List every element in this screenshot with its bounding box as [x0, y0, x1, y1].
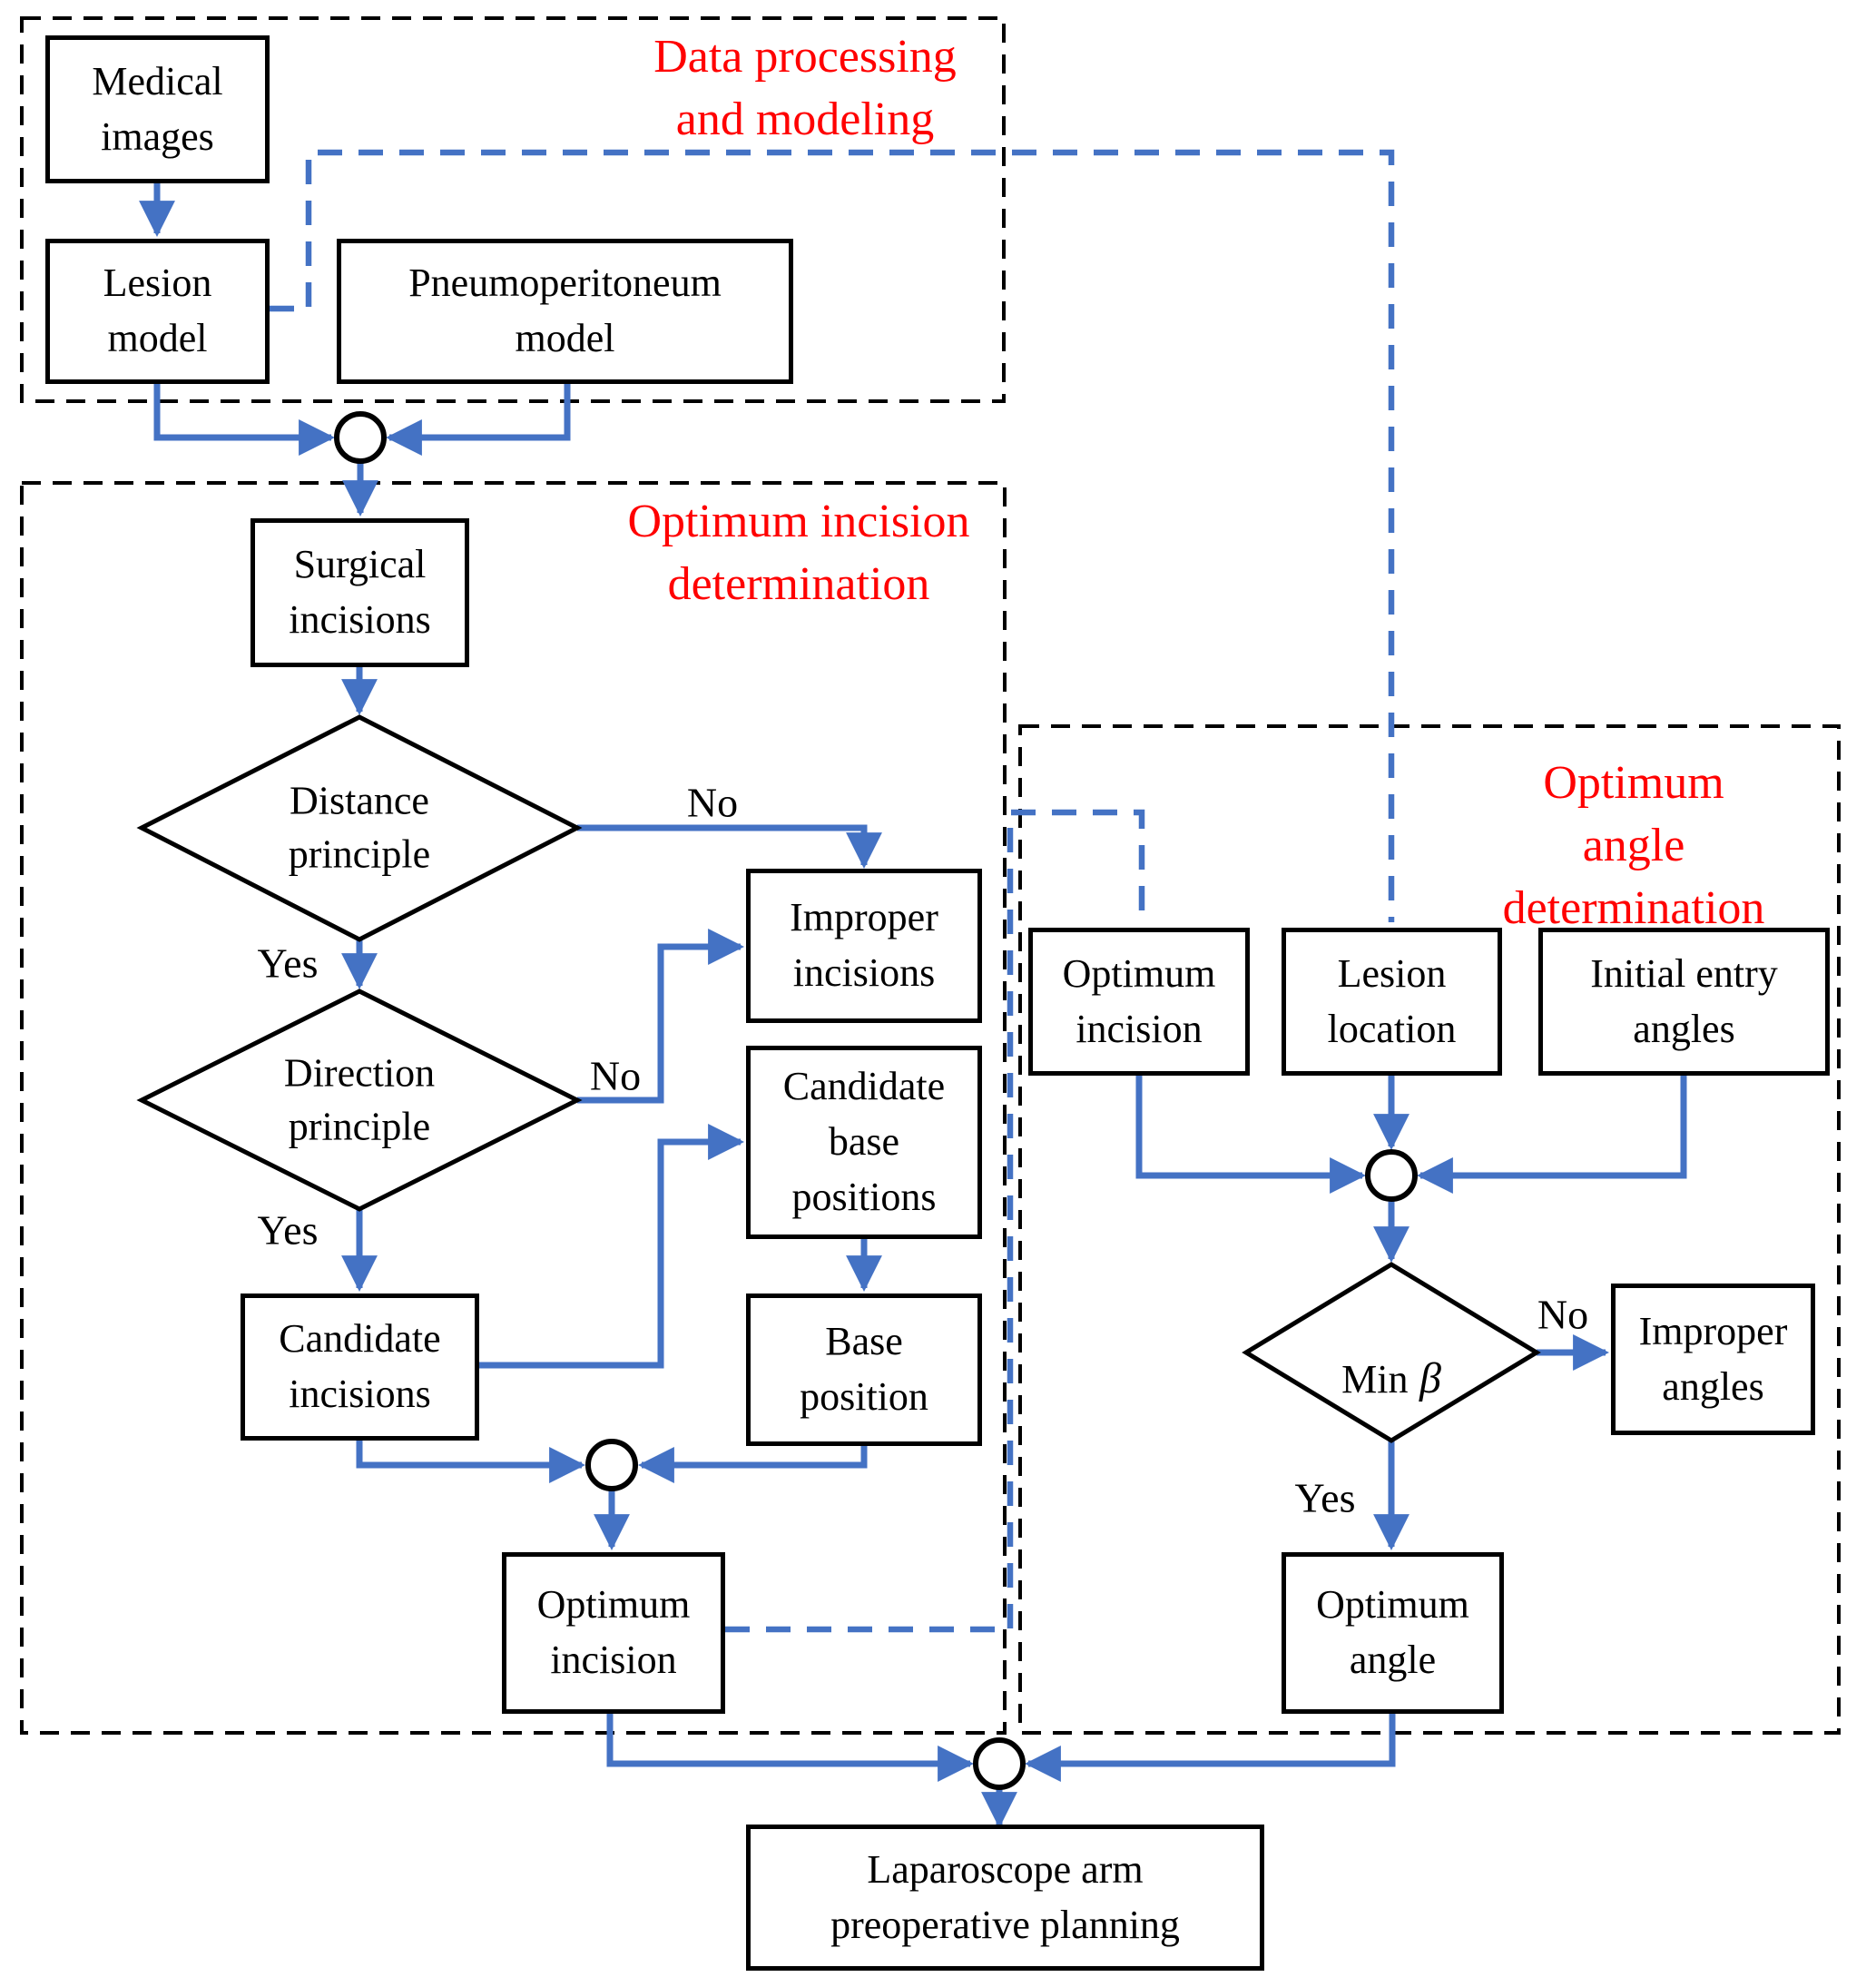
node-improper-incisions: Improper incisions: [746, 869, 982, 1023]
node-lesion-location: Lesion location: [1282, 928, 1502, 1076]
edge-label-direction-no: No: [589, 1052, 642, 1099]
region-title-optimum-angle: Optimum angle determination: [1502, 757, 1765, 935]
edge-label-direction-yes: Yes: [257, 1206, 319, 1254]
merge-junction-final: [973, 1737, 1026, 1790]
merge-junction-models: [334, 411, 387, 464]
node-optimum-incision-left: Optimum incision: [502, 1552, 725, 1714]
beta-symbol: β: [1419, 1354, 1441, 1403]
edge-optimum-incision-right-to-junction3: [1135, 1076, 1366, 1194]
node-candidate-base-positions: Candidate base positions: [746, 1046, 982, 1239]
node-pneumoperitoneum-model: Pneumoperitoneum model: [337, 239, 793, 384]
node-medical-images: Medical images: [45, 35, 270, 183]
dashed-link-lesion-model-to-lesion-location: [270, 149, 1395, 922]
decision-min-beta-shape: [1242, 1262, 1541, 1443]
node-base-position: Base position: [746, 1294, 982, 1446]
region-title-data-processing: Data processing and modeling: [653, 31, 957, 146]
node-laparoscope-planning: Laparoscope arm preoperative planning: [746, 1825, 1264, 1971]
node-optimum-angle: Optimum angle: [1282, 1552, 1504, 1714]
min-beta-prefix: Min: [1341, 1357, 1409, 1402]
merge-junction-angle-inputs: [1365, 1149, 1418, 1202]
edge-pneumoperitoneum-to-junction1: [386, 384, 571, 456]
decision-direction-principle-label: Direction principle: [283, 1050, 436, 1149]
edge-label-min-beta-yes: Yes: [1294, 1474, 1356, 1521]
dashed-link-optimum-incision-to-optimum-incision: [725, 809, 1145, 1633]
edge-candidate-incisions-to-junction2: [356, 1441, 585, 1483]
edge-label-min-beta-no: No: [1537, 1291, 1589, 1338]
edge-optimum-angle-to-junction4: [1025, 1714, 1396, 1782]
edge-lesion-model-to-junction1: [153, 384, 335, 456]
decision-distance-principle-label: Distance principle: [288, 778, 431, 877]
node-candidate-incisions: Candidate incisions: [241, 1294, 479, 1441]
decision-distance-principle-shape: [136, 714, 583, 942]
region-optimum-incision-border: [20, 481, 1007, 1735]
node-optimum-incision-right: Optimum incision: [1028, 928, 1250, 1076]
region-data-processing-border: [20, 16, 1006, 403]
node-initial-entry-angles: Initial entry angles: [1538, 928, 1830, 1076]
edge-direction-no-to-improper-incisions: [577, 929, 744, 1104]
decision-direction-principle-shape: [136, 989, 583, 1212]
merge-junction-incision: [585, 1439, 638, 1491]
edge-base-position-to-junction2: [638, 1446, 868, 1483]
region-optimum-angle-border: [1018, 724, 1841, 1735]
edge-initial-entry-angles-to-junction3: [1417, 1076, 1687, 1194]
edge-candidate-incisions-to-candidate-base-positions: [479, 1124, 744, 1369]
node-lesion-model: Lesion model: [45, 239, 270, 384]
edge-label-distance-no: No: [686, 779, 739, 826]
edge-optimum-incision-to-junction4: [606, 1714, 974, 1782]
edge-distance-no-to-improper-incisions: [577, 824, 882, 869]
node-surgical-incisions: Surgical incisions: [250, 518, 469, 667]
region-title-optimum-incision: Optimum incision determination: [627, 496, 970, 611]
node-improper-angles: Improper angles: [1611, 1284, 1815, 1435]
edge-label-distance-yes: Yes: [257, 939, 319, 987]
